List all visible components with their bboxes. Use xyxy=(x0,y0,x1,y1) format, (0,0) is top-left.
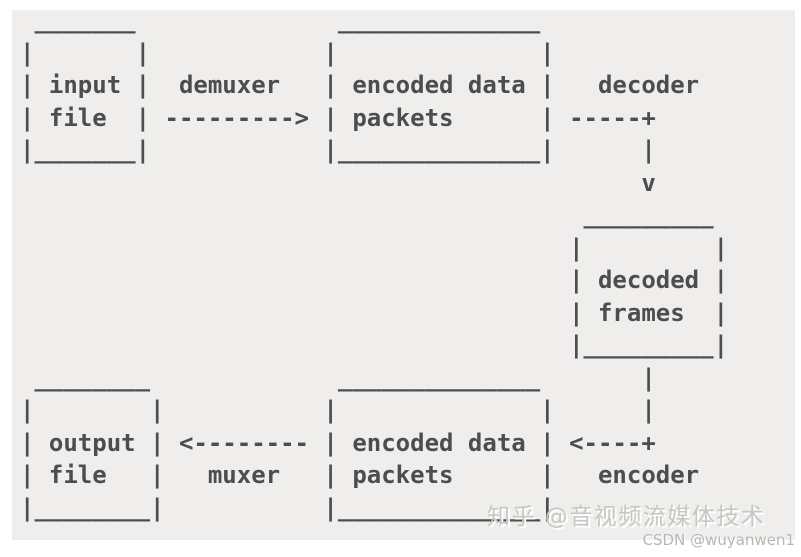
diagram-line-arrow-down: v xyxy=(20,168,656,197)
diagram-line-decoded: | decoded | xyxy=(20,266,729,294)
diagram-line: | | xyxy=(20,233,729,262)
diagram-line: | | | | xyxy=(20,38,555,67)
csdn-watermark: CSDN @wuyanwen1 xyxy=(642,531,795,549)
diagram-line-file-arrow-packets: | file | ---------> | packets | -----+ xyxy=(20,103,656,132)
diagram-line: |_________| xyxy=(20,331,729,359)
diagram-line-input-demuxer-decoder: | input | demuxer | encoded data | decod… xyxy=(20,71,700,99)
diagram-line-frames: | frames | xyxy=(20,298,729,327)
zhihu-watermark: 知乎 @音视频流媒体技术 xyxy=(487,504,766,530)
diagram-line-output-arrow-encoder: | output | <-------- | encoded data | <-… xyxy=(20,428,656,457)
diagram-line-file-muxer-packets: | file | muxer | packets | encoder xyxy=(20,461,700,489)
diagram-line: _______ ______________ xyxy=(20,6,541,34)
diagram-panel: _______ ______________ | | | | | input |… xyxy=(12,6,795,540)
diagram-line: |________| |______________| xyxy=(20,493,555,522)
diagram-line: _________ xyxy=(20,201,714,229)
ffmpeg-pipeline-ascii-diagram: _______ ______________ | | | | | input |… xyxy=(20,4,728,524)
diagram-line: | | | | | xyxy=(20,396,656,424)
diagram-line: |_______| |______________| | xyxy=(20,136,656,164)
diagram-line: ________ ______________ | xyxy=(20,363,656,392)
